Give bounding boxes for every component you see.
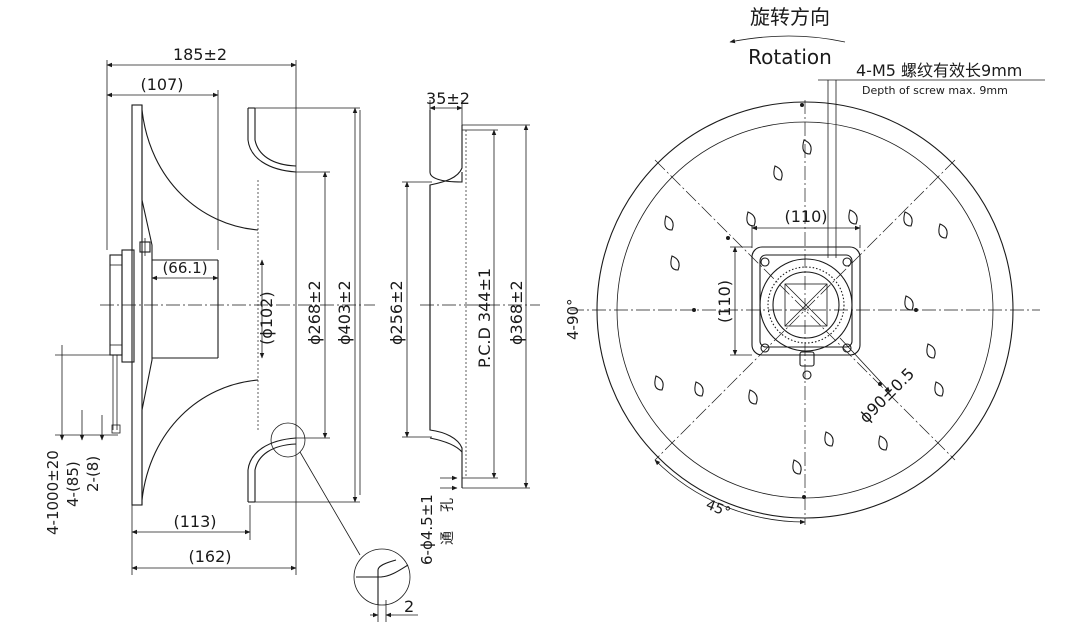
dim-pcd: P.C.D 344±1 — [475, 268, 494, 368]
dim-cable-strip-a: 4-(85) — [64, 461, 82, 507]
dim-cable-strip-b: 2-(8) — [84, 456, 102, 492]
front-view: (110) (110) ϕ90±0.5 45° 4-90° — [564, 79, 1045, 525]
hole-note-a: 孔 — [440, 498, 456, 512]
dim-square-width: (110) — [784, 207, 827, 226]
screw-note: 4-M5 螺纹有效长9mm Depth of screw max. 9mm — [856, 61, 1022, 97]
dim-angle-45: 45° — [704, 497, 733, 521]
dim-hole-spec: 6-ϕ4.5±1 — [418, 494, 436, 565]
rotation-indicator: 旋转方向 Rotation — [729, 5, 846, 69]
screw-depth: Depth of screw max. 9mm — [862, 84, 1008, 97]
hole-note-b: 通 — [440, 531, 456, 545]
dim-overall-width: 185±2 — [173, 45, 227, 64]
rotation-label-en: Rotation — [748, 45, 832, 69]
dim-inner-width: (107) — [140, 75, 183, 94]
dim-cable-length: 4-1000±20 — [44, 450, 62, 535]
dim-angle-pattern: 4-90° — [564, 298, 582, 340]
dim-inlet-dia: ϕ268±2 — [305, 280, 324, 345]
rotation-label-cn: 旋转方向 — [750, 5, 830, 29]
dim-ring-inner-dia: ϕ256±2 — [387, 280, 406, 345]
inlet-ring-view: 35±2 ϕ256±2 P.C.D 344±1 ϕ368±2 6-ϕ4.5±1 … — [387, 89, 540, 565]
dim-base-width-a: (113) — [173, 512, 216, 531]
dim-outer-dia: ϕ403±2 — [335, 280, 354, 345]
dim-motor-dia: ϕ90±0.5 — [855, 364, 918, 427]
blade-tips — [654, 139, 948, 475]
dim-hub-offset: (66.1) — [162, 259, 207, 277]
dim-square-height: (110) — [715, 280, 734, 323]
dim-ring-depth: 35±2 — [426, 89, 470, 108]
screw-spec: 4-M5 螺纹有效长9mm — [856, 61, 1022, 80]
dim-detail-gap: 2 — [404, 597, 414, 616]
dim-base-width-b: (162) — [188, 547, 231, 566]
dim-ring-outer-dia: ϕ368±2 — [507, 280, 526, 345]
dim-bore: (ϕ102) — [257, 291, 276, 345]
side-view: 185±2 (107) (66.1) (ϕ102) ϕ268±2 ϕ403±2 … — [44, 45, 418, 622]
